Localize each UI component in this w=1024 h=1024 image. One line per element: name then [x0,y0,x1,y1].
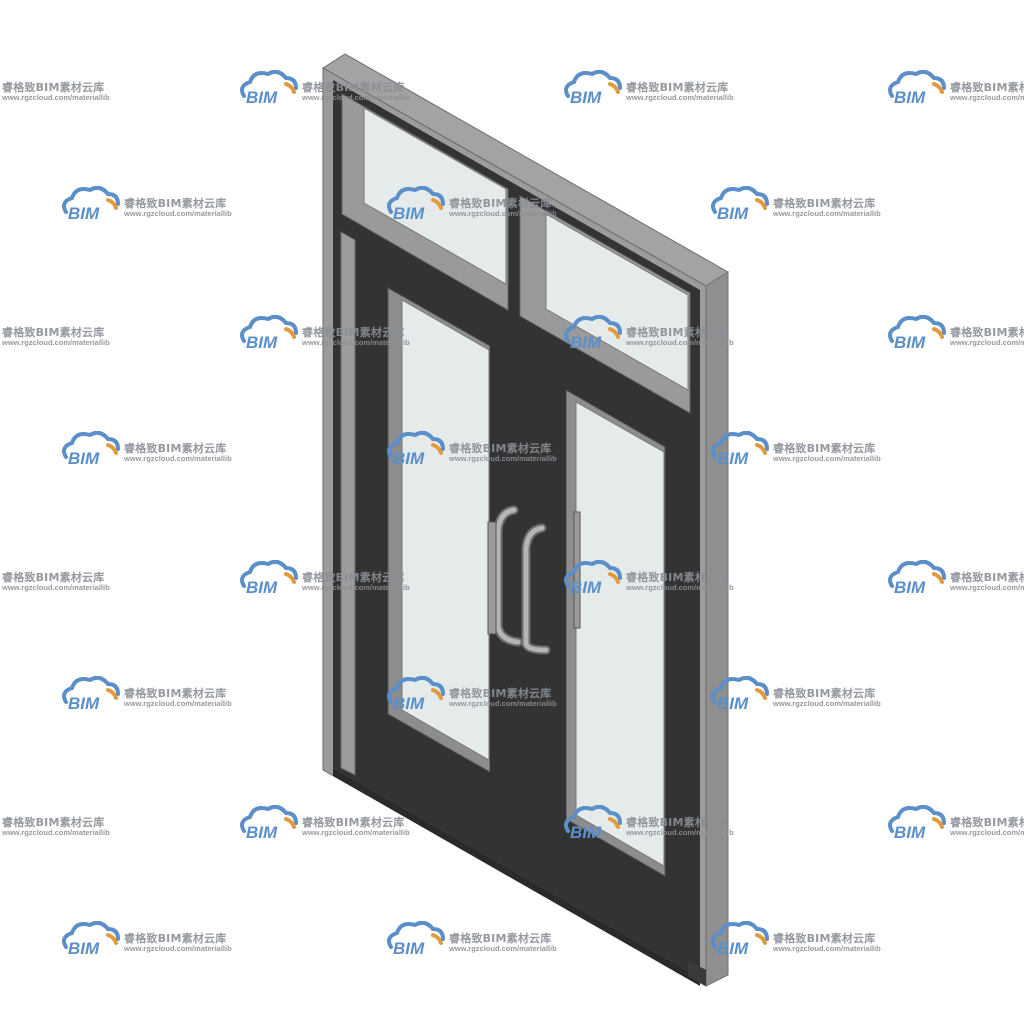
bottom-edge [333,768,700,986]
left-jamb [340,231,356,776]
right-leaf-glass [575,401,665,867]
left-leaf-glass [401,299,490,761]
transom-right-glass [545,213,689,391]
frame-right-face [705,271,729,987]
floor-foot [688,960,706,986]
handle-left [487,505,523,647]
